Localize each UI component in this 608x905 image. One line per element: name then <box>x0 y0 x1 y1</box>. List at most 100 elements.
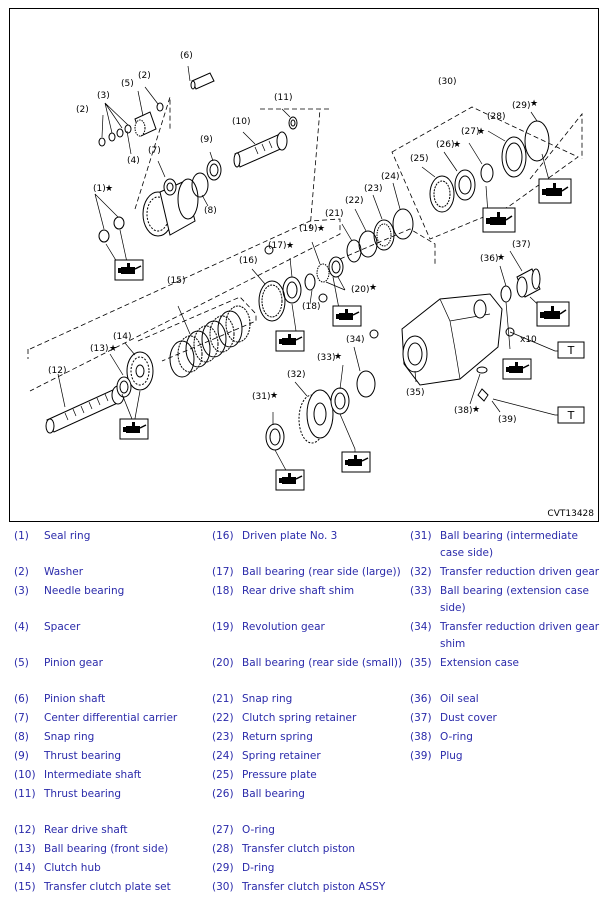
callout-16: (16) <box>239 256 257 266</box>
callout-18: (18) <box>302 302 320 312</box>
legend-part-name: Plug <box>440 750 463 762</box>
legend-part-name: Driven plate No. 3 <box>242 530 338 542</box>
star-mark: ★ <box>472 405 480 415</box>
thrust-bearing-11 <box>288 116 298 130</box>
legend-part-name: Thrust bearing <box>44 750 122 762</box>
legend-number: (6) <box>14 693 29 705</box>
legend-part-name: Needle bearing <box>44 585 125 597</box>
callout-20: (20) <box>351 285 369 295</box>
callout-labels: (1) ★ (2) (2) (3) (4) (5) (6) (7) (8) (9… <box>48 51 538 425</box>
callout-24: (24) <box>381 172 399 182</box>
clutch-piston-assy <box>429 120 550 213</box>
legend-number: (5) <box>14 657 29 669</box>
callout-29: (29) <box>512 101 530 111</box>
star-mark: ★ <box>477 127 485 137</box>
legend-number: (30) <box>212 881 234 893</box>
star-mark: ★ <box>105 184 113 194</box>
callout-37: (37) <box>512 240 530 250</box>
oil-can-icon <box>538 178 572 204</box>
star-mark: ★ <box>317 224 325 234</box>
legend-number: (13) <box>14 843 36 855</box>
legend-part-name: Transfer clutch piston ASSY <box>242 881 386 893</box>
spring-group <box>346 208 414 263</box>
reduction-gear-group <box>265 370 376 451</box>
callout-8: (8) <box>204 206 217 216</box>
legend-part-name: Clutch hub <box>44 862 101 874</box>
legend-number: (32) <box>410 566 432 578</box>
legend-part-name: Transfer clutch plate set <box>44 881 171 893</box>
callout-32: (32) <box>287 370 305 380</box>
callout-3: (3) <box>97 91 110 101</box>
legend-part-name: Transfer reduction driven gear <box>440 566 600 578</box>
callout-38: (38) <box>454 406 472 416</box>
legend-number: (19) <box>212 621 234 633</box>
legend-number: (27) <box>212 824 234 836</box>
torque-mark: T <box>567 344 575 357</box>
legend-part-name: Snap ring <box>44 731 95 743</box>
oil-can-icon <box>536 301 570 327</box>
callout-30: (30) <box>438 77 456 87</box>
legend-number: (10) <box>14 769 36 781</box>
oil-can-icon <box>119 418 149 440</box>
legend-number: (23) <box>212 731 234 743</box>
callout-9: (9) <box>200 135 213 145</box>
center-differential-carrier <box>142 178 199 237</box>
oil-can-icon <box>502 358 532 380</box>
legend-number: (12) <box>14 824 36 836</box>
legend-number: (7) <box>14 712 29 724</box>
legend-part-name: Spacer <box>44 621 81 633</box>
legend-part-name: Ball bearing (front side) <box>44 843 169 855</box>
legend-part-name: Intermediate shaft <box>44 769 142 781</box>
legend-part-name: Pinion gear <box>44 657 103 669</box>
callout-1: (1) <box>93 184 106 194</box>
legend-number: (3) <box>14 585 29 597</box>
rear-drive-shaft <box>45 385 125 434</box>
snap-ring-and-thrust-bearing <box>191 159 222 198</box>
legend-part-name: O-ring <box>440 731 473 743</box>
pinion-shaft <box>190 72 215 90</box>
callout-12: (12) <box>48 366 66 376</box>
legend-part-name: Pressure plate <box>242 769 317 781</box>
legend-part-name: Transfer clutch piston <box>242 843 356 855</box>
legend-part-name: Revolution gear <box>242 621 325 633</box>
legend-part-name: Snap ring <box>242 693 293 705</box>
legend-part-name: Oil seal <box>440 693 479 705</box>
callout-13: (13) <box>90 344 108 354</box>
extension-case <box>401 293 503 386</box>
star-mark: ★ <box>497 253 505 263</box>
legend-part-name: O-ring <box>242 824 275 836</box>
legend-number: (37) <box>410 712 432 724</box>
legend-part-name: Center differential carrier <box>44 712 178 724</box>
legend-number: (35) <box>410 657 432 669</box>
legend-number: (38) <box>410 731 432 743</box>
callout-21: (21) <box>325 209 343 219</box>
callout-22: (22) <box>345 196 363 206</box>
star-mark: ★ <box>334 352 342 362</box>
callout-34: (34) <box>346 335 364 345</box>
legend-number: (18) <box>212 585 234 597</box>
callout-2: (2) <box>76 105 89 115</box>
callout-31: (31) <box>252 392 270 402</box>
oil-can-icon <box>275 330 305 352</box>
star-mark: ★ <box>453 140 461 150</box>
star-mark: ★ <box>109 344 117 354</box>
star-mark: ★ <box>270 391 278 401</box>
callout-6: (6) <box>180 51 193 61</box>
legend-number: (25) <box>212 769 234 781</box>
callout-28: (28) <box>487 112 505 122</box>
oil-can-icon <box>341 451 371 473</box>
legend-number: (17) <box>212 566 234 578</box>
legend-number: (26) <box>212 788 234 800</box>
legend-number: (21) <box>212 693 234 705</box>
clutch-hub <box>116 351 154 398</box>
legend-number: (16) <box>212 530 234 542</box>
legend-number: (14) <box>14 862 36 874</box>
torque-mark: T <box>567 409 575 422</box>
legend-part-name: Rear drive shaft shim <box>242 585 355 597</box>
legend-number: (22) <box>212 712 234 724</box>
legend-part-name: Dust cover <box>440 712 497 724</box>
callout-4: (4) <box>127 156 140 166</box>
callout-17: (17) <box>268 241 286 251</box>
legend-number: (20) <box>212 657 234 669</box>
legend-number: (1) <box>14 530 29 542</box>
